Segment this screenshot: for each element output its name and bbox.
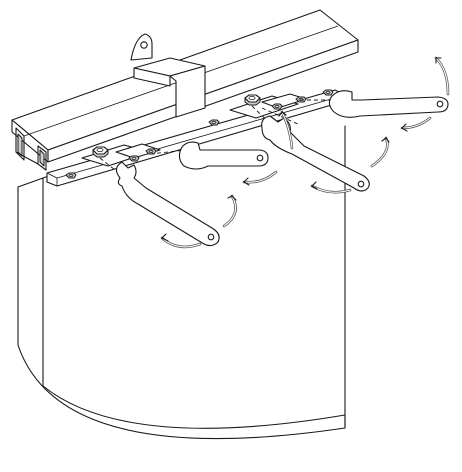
hex-nut-icon <box>208 119 220 126</box>
rotate-arrow-icon <box>242 170 278 186</box>
rotate-arrow-icon <box>370 136 390 168</box>
wrench-icon <box>178 141 269 170</box>
rotate-arrow-icon <box>278 110 294 150</box>
hanger-assembly-right <box>208 89 334 126</box>
rotate-arrow-icon <box>310 181 352 194</box>
rotate-arrow-icon <box>400 116 432 132</box>
rotate-arrow-icon <box>434 56 450 96</box>
wrench-icon <box>115 161 220 247</box>
wrench-icon <box>261 115 370 192</box>
hex-nut-icon <box>244 94 261 106</box>
hanger-assembly-left <box>65 143 161 179</box>
rotate-arrow-icon <box>160 233 202 249</box>
wrench-icon <box>328 90 449 118</box>
mounting-bracket-icon <box>130 33 206 118</box>
rotate-arrow-icon <box>222 194 237 228</box>
hex-nut-icon <box>92 146 109 158</box>
